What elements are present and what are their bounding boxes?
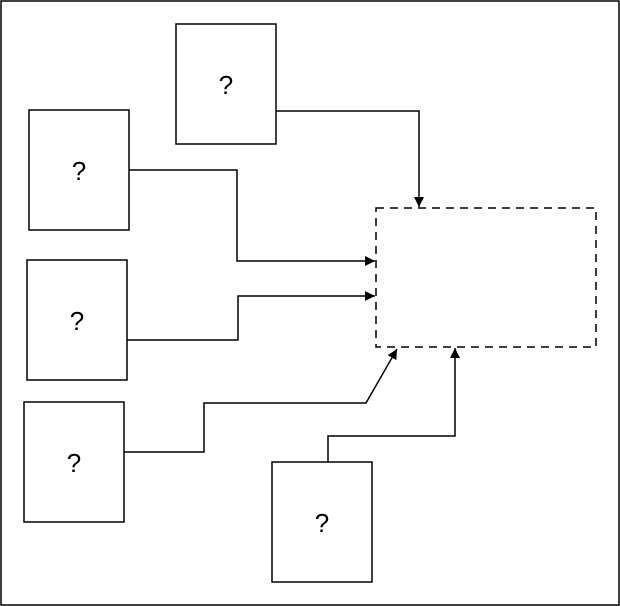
source-box-bottom: ?: [271, 461, 373, 583]
arrow-top-to-target: [276, 110, 424, 207]
source-box-lower-left: ?: [23, 401, 125, 523]
box-label-middle-left: ?: [70, 306, 84, 336]
box-label-bottom: ?: [315, 508, 329, 538]
source-box-upper-left: ?: [28, 109, 130, 231]
source-box-top: ?: [175, 23, 277, 145]
arrow-lower-left-to-target: [124, 348, 398, 453]
box-label-upper-left: ?: [72, 156, 86, 186]
box-label-top: ?: [219, 70, 233, 100]
target-box: [375, 207, 597, 348]
arrow-upper-left-to-target: [129, 169, 375, 266]
source-box-middle-left: ?: [26, 259, 128, 381]
arrow-bottom-to-target: [327, 348, 460, 462]
box-label-lower-left: ?: [67, 448, 81, 478]
arrow-middle-left-to-target: [127, 291, 375, 341]
